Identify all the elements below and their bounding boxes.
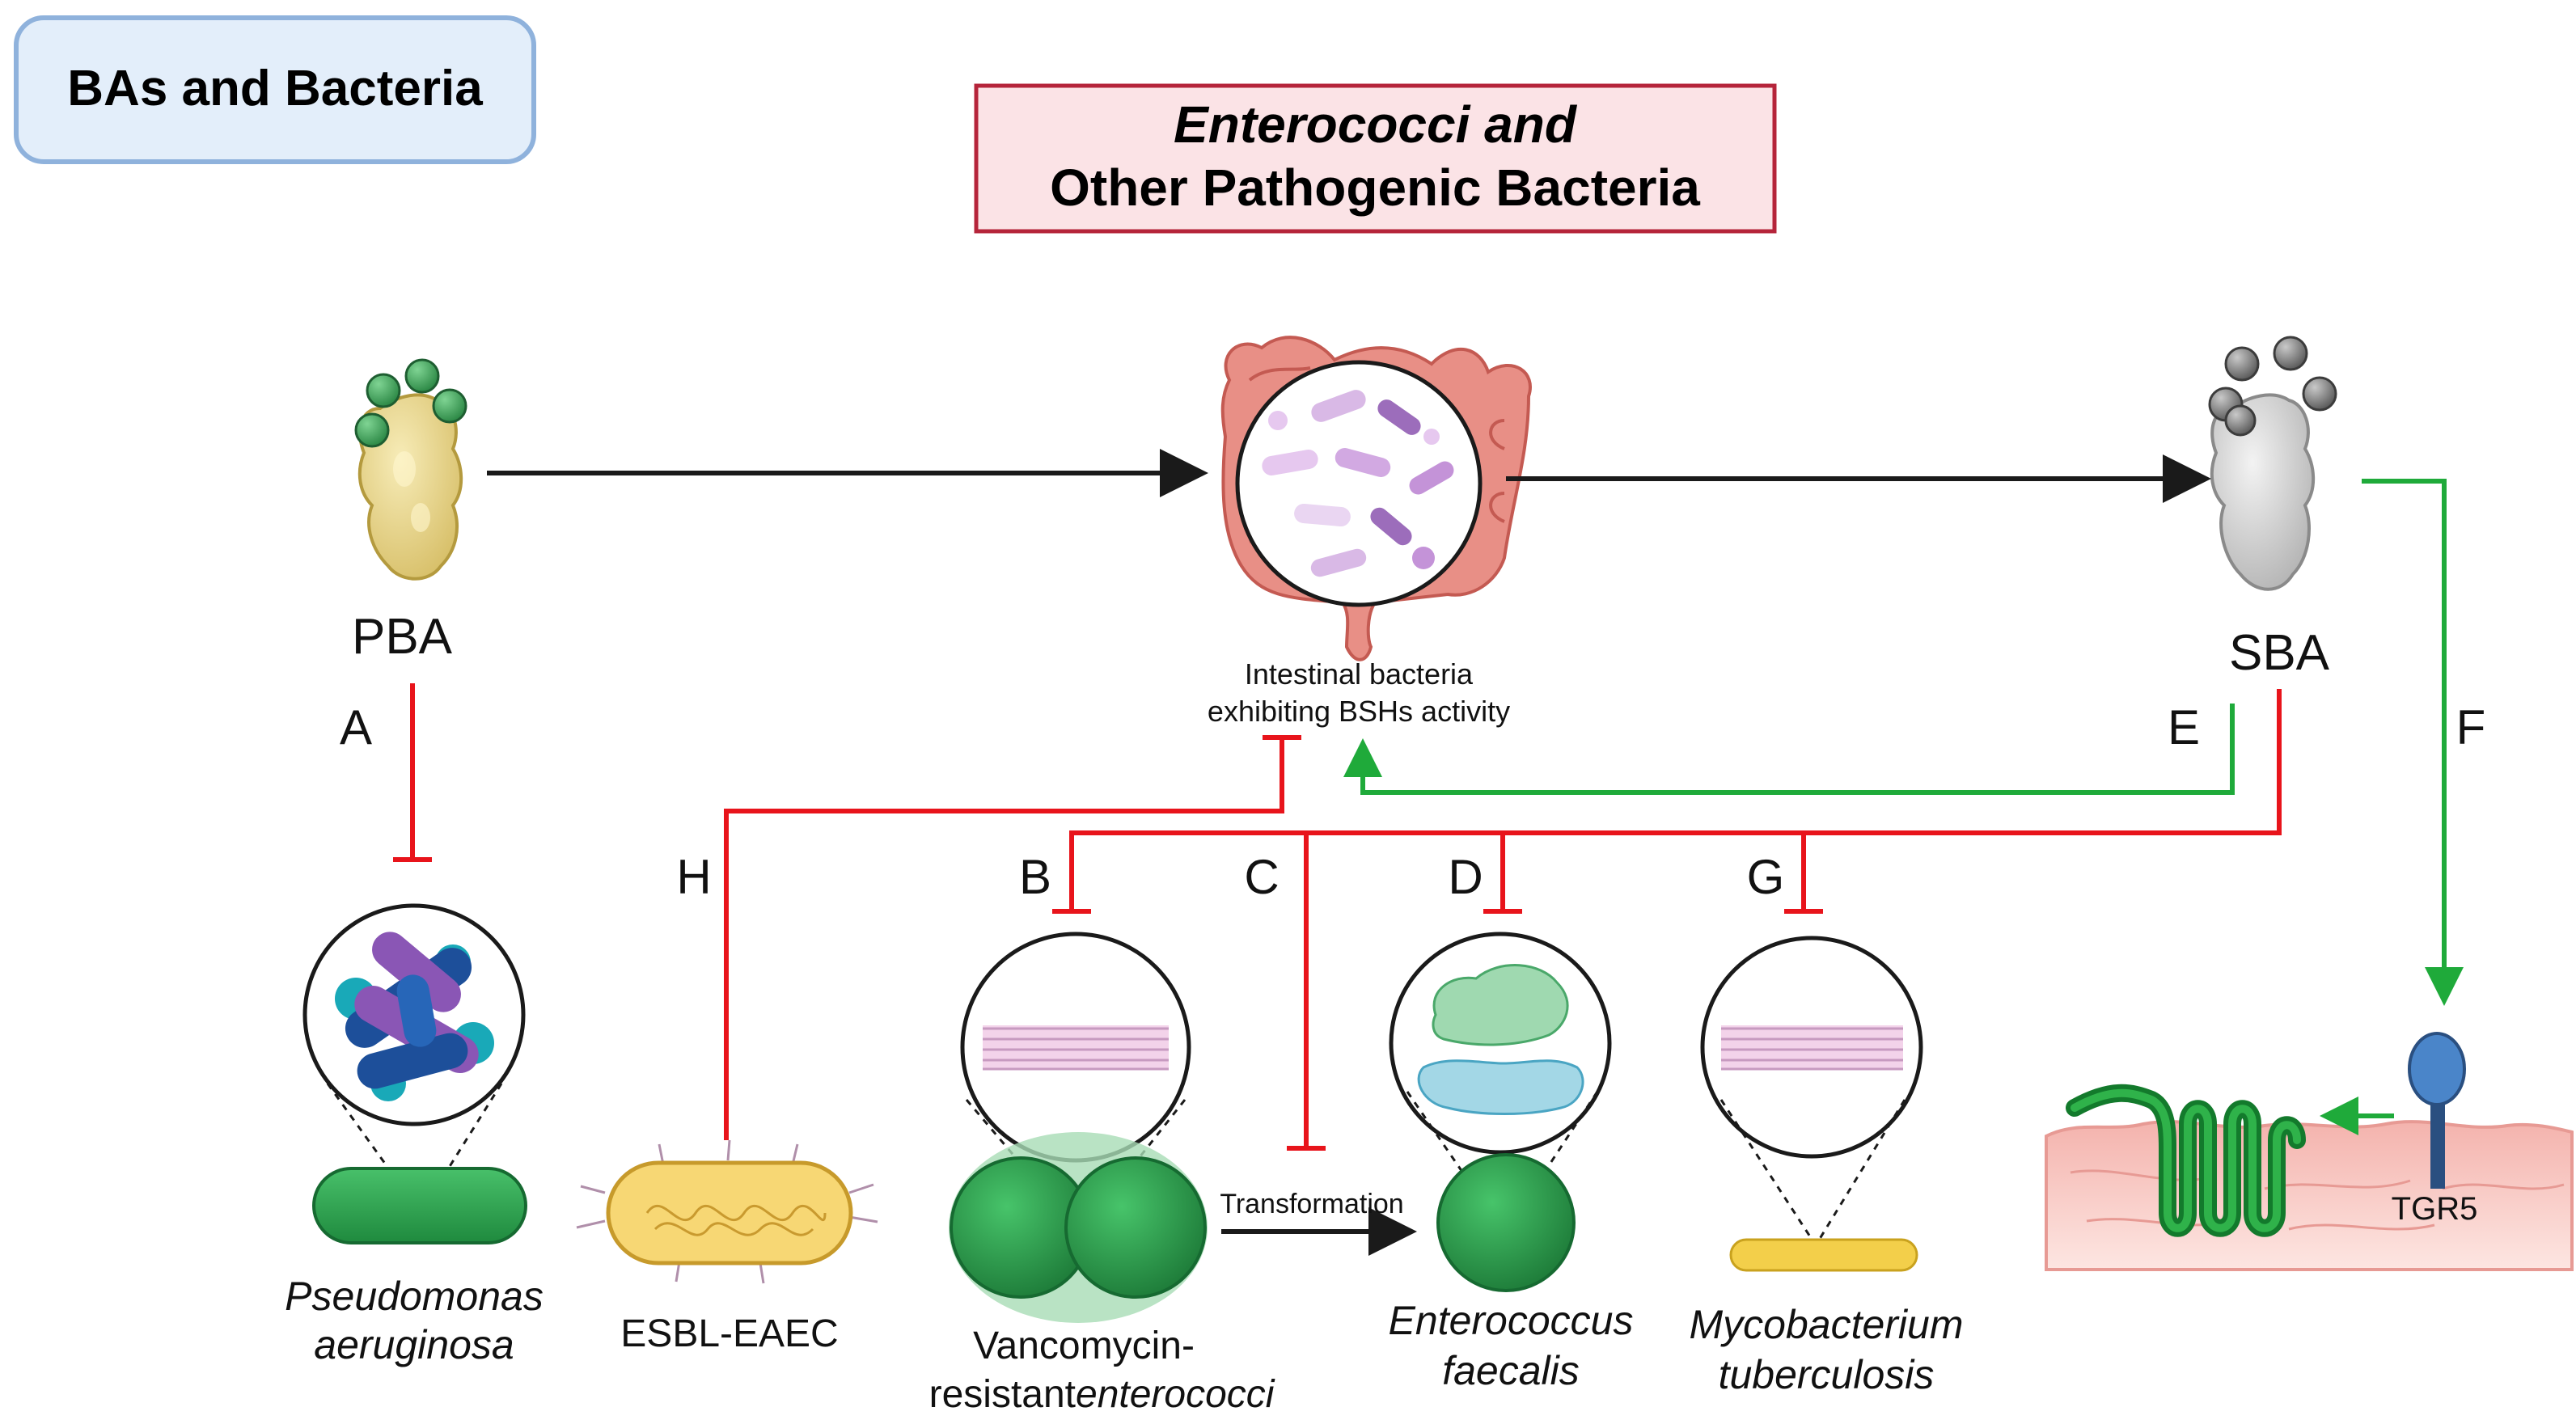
pba-molecule-icon xyxy=(354,358,467,581)
faecalis-label-2: faecalis xyxy=(1442,1348,1580,1393)
pseudomonas-label-1: Pseudomonas xyxy=(285,1274,544,1319)
panel-title: BAs and Bacteria xyxy=(67,61,483,116)
esbl-label: ESBL-EAEC xyxy=(620,1312,838,1355)
panel-title-box: BAs and Bacteria xyxy=(14,15,536,164)
sba-label: SBA xyxy=(2229,625,2330,681)
letter-c: C xyxy=(1244,850,1279,904)
mtb-cell-wall-icon xyxy=(1700,936,1923,1159)
letter-f: F xyxy=(2456,700,2486,754)
sba-molecule-icon xyxy=(2208,336,2337,591)
intestine-icon xyxy=(1220,336,1532,661)
vre-label-2b: enterococci xyxy=(1076,1373,1275,1416)
letter-d: D xyxy=(1448,850,1483,904)
e-promotion-arrow xyxy=(1343,704,2235,795)
intestinal-tissue-icon xyxy=(2045,1120,2574,1271)
pseudomonas-label-2: aeruginosa xyxy=(314,1322,514,1367)
mtb-rod-icon xyxy=(1729,1238,1918,1272)
header-box: Enterococci and Other Pathogenic Bacteri… xyxy=(974,83,1777,234)
letter-g: G xyxy=(1747,850,1785,904)
f-promotion-arrow xyxy=(2362,479,2464,1006)
tgr5-label: TGR5 xyxy=(2392,1191,2478,1227)
letter-b: B xyxy=(1019,850,1051,904)
faecalis-coccus-icon xyxy=(1436,1153,1576,1292)
transformation-label: Transformation xyxy=(1220,1189,1403,1219)
faecalis-biofilm-icon xyxy=(1389,932,1612,1155)
vre-label-2a: resistant xyxy=(929,1373,1076,1416)
gut-caption-line-1: Intestinal bacteria xyxy=(1245,657,1474,691)
faecalis-label-1: Enterococcus xyxy=(1389,1298,1634,1343)
vre-label-1: Vancomycin- xyxy=(973,1325,1195,1367)
pseudomonas-rod-icon xyxy=(312,1167,527,1244)
header-line-2: Other Pathogenic Bacteria xyxy=(1050,158,1700,217)
vre-diplococcus-icon xyxy=(949,1132,1208,1323)
mtb-label-2: tuberculosis xyxy=(1719,1352,1935,1397)
letter-e: E xyxy=(2168,700,2200,754)
pseudomonas-biofilm-icon xyxy=(302,903,526,1126)
vre-cell-wall-icon xyxy=(960,932,1191,1163)
letter-a: A xyxy=(340,700,372,754)
tgr5-ligand-icon xyxy=(2408,1032,2466,1189)
pba-label: PBA xyxy=(352,609,453,665)
esbl-eaec-icon xyxy=(576,1139,878,1284)
header-line-1: Enterococci and xyxy=(1174,95,1578,154)
mtb-label-1: Mycobacterium xyxy=(1690,1302,1964,1347)
inhibition-network xyxy=(393,683,2282,1151)
letter-h: H xyxy=(676,850,711,904)
gut-caption-line-2: exhibiting BSHs activity xyxy=(1208,695,1510,728)
